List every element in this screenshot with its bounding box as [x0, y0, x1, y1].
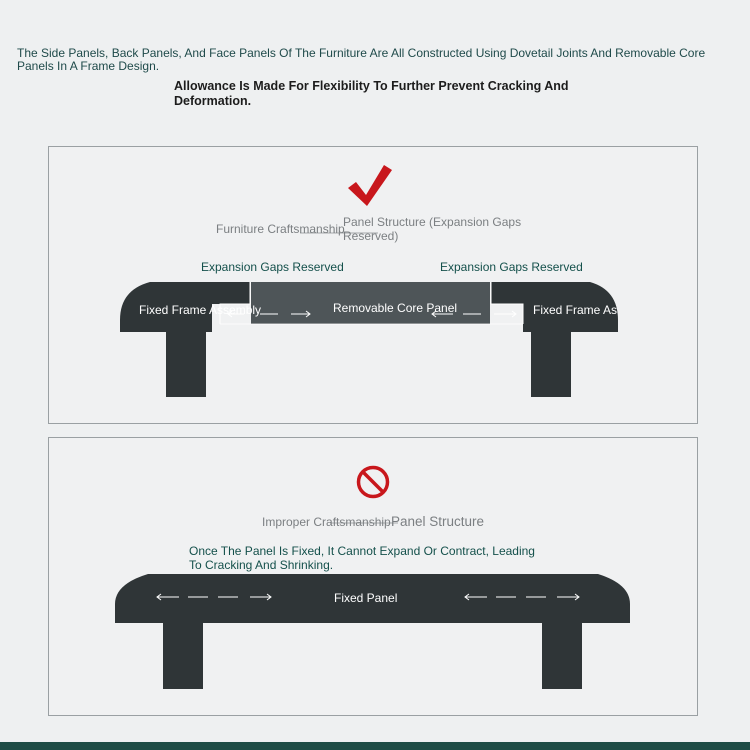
core-panel-label: Removable Core Panel: [333, 301, 458, 315]
right-blocked-arrows: [464, 593, 580, 601]
right-expansion-gap-outline: [490, 282, 524, 324]
left-table-leg: [166, 330, 206, 397]
improper-title-label: Panel Structure: [391, 514, 485, 529]
correct-category-label: Furniture Craftsmanship: [216, 222, 345, 236]
removable-core-panel: [251, 282, 490, 324]
footer-accent-bar: [0, 742, 750, 750]
correct-title-label: Panel Structure (Expansion Gaps Reserved…: [343, 215, 522, 243]
improper-table-illustration: [115, 574, 630, 689]
intro-description: The Side Panels, Back Panels, And Face P…: [17, 46, 706, 73]
correct-table-illustration: [120, 282, 618, 397]
left-frame-shape: [120, 282, 250, 332]
left-expansion-gap-outline: [219, 282, 251, 324]
fixed-frame-label-right: Fixed Frame Assembly: [533, 303, 618, 317]
fixed-panel-label: Fixed Panel: [334, 591, 398, 605]
left-expansion-arrows: [227, 310, 311, 318]
right-frame-shape: [491, 282, 618, 332]
gap-label-left: Expansion Gaps Reserved: [201, 260, 344, 274]
allowance-note: Allowance Is Made For Flexibility To Fur…: [174, 79, 569, 108]
fixed-frame-label-left: Fixed Frame Assembly: [139, 303, 262, 317]
check-mark-icon: [348, 165, 392, 206]
left-blocked-arrows: [156, 593, 272, 601]
fixed-panel-shape: [115, 574, 630, 623]
right-table-leg: [531, 330, 571, 397]
gap-label-right: Expansion Gaps Reserved: [440, 260, 583, 274]
right-expansion-arrows: [431, 310, 517, 318]
improper-warning-text: Once The Panel Is Fixed, It Cannot Expan…: [189, 544, 535, 572]
right-table-leg: [542, 620, 582, 689]
prohibited-icon: [356, 465, 390, 499]
left-table-leg: [163, 620, 203, 689]
improper-category-label: Improper Craftsmanship: [262, 515, 391, 529]
